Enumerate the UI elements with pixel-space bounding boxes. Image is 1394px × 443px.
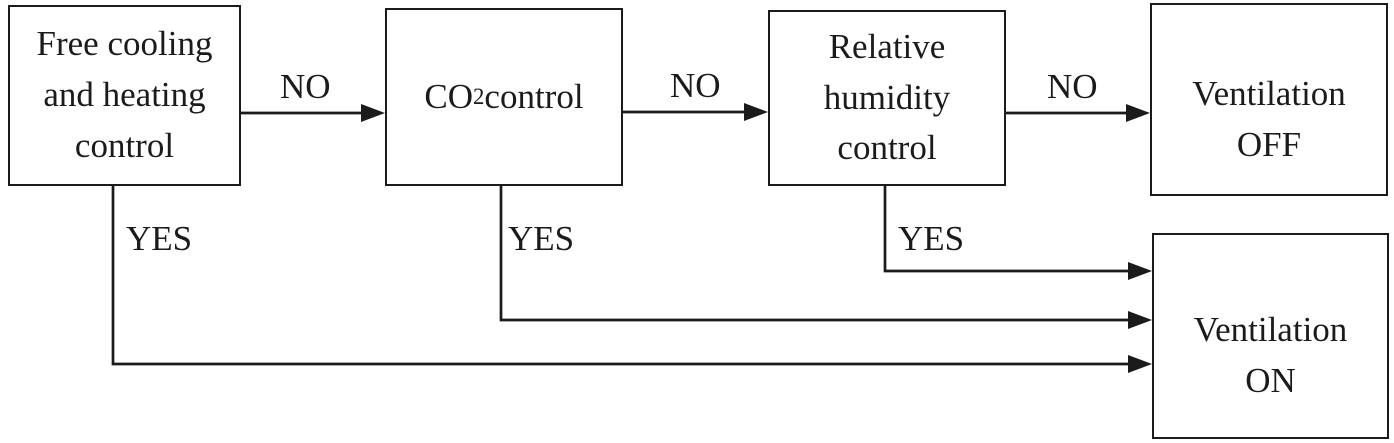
box-label-line: humidity [823,77,951,117]
box-relative-humidity-control: Relative humidity control [768,10,1006,186]
box-label-line: OFF [1236,124,1302,164]
edge-label-no-fc-to-co2: NO [280,67,331,106]
arrowhead-icon [1128,262,1152,280]
box-label-line: and heating [43,75,206,115]
box-label-line: Free cooling [36,24,213,64]
box-label-line: Ventilation [1193,310,1348,350]
edge-label-no-rh-to-vent-off: NO [1047,67,1098,106]
edge-label-yes-rh-to-vent-on: YES [898,219,965,258]
flow-line-rh-to-vent-on [883,186,1131,273]
flow-line-fc-to-vent-on [111,186,1131,366]
arrowhead-icon [1128,311,1152,329]
arrowhead-icon [1128,355,1152,373]
arrowhead-icon [361,104,385,122]
arrowhead-icon [1126,104,1150,122]
arrowhead-icon [744,103,768,121]
box-ventilation-on: Ventilation ON [1152,233,1389,439]
box-label-suffix: control [484,76,584,116]
box-ventilation-off: Ventilation OFF [1150,3,1388,196]
edge-label-yes-co2-to-vent-on: YES [508,219,575,258]
edge-label-no-co2-to-rh: NO [670,66,721,105]
box-label-line: Ventilation [1192,73,1346,113]
box-free-cooling-and-heating-control: Free cooling and heating control [8,5,241,186]
box-label-line: control [837,128,937,168]
flow-line-co2-to-vent-on [499,186,1131,322]
box-label-line: Relative [828,26,946,66]
box-label-formula: CO [424,76,474,116]
box-label-line: ON [1245,361,1296,400]
box-label-line: control [74,125,175,165]
edge-label-yes-fc-to-vent-on: YES [126,219,193,258]
